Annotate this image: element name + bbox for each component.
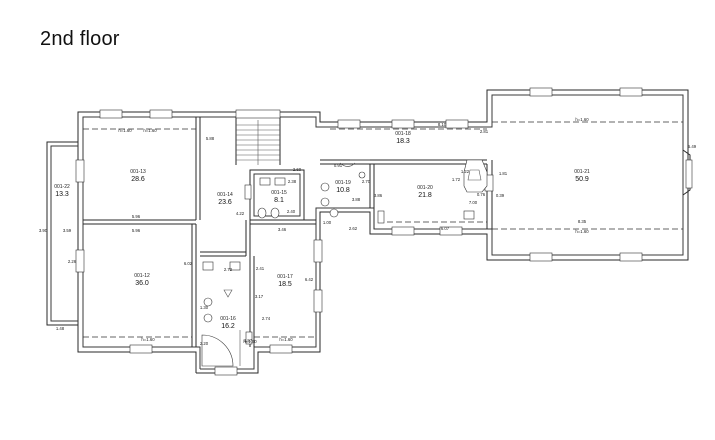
dim-label: h=1.60	[279, 337, 293, 342]
room-area: 21.8	[418, 192, 432, 199]
room-area: 23.6	[218, 199, 232, 206]
dim-label: 3.86	[374, 193, 383, 198]
room-id: 001-16	[220, 316, 236, 322]
dim-label: 5.49	[688, 144, 697, 149]
dim-label: 8.35	[578, 219, 587, 224]
dim-label: 2.60	[293, 167, 302, 172]
dim-label: 6.07	[441, 226, 450, 231]
shower-icon	[201, 334, 234, 367]
room-area: 13.3	[55, 191, 69, 198]
toilet-icon	[203, 297, 213, 307]
dim-label: 2.26	[68, 259, 77, 264]
room-area: 36.0	[135, 280, 149, 287]
room-id: 001-22	[54, 184, 70, 190]
room-area: 16.2	[221, 323, 235, 330]
sink-icon	[202, 261, 214, 271]
toilet-icon	[320, 197, 330, 207]
dim-label: h=1.60	[118, 128, 132, 133]
dim-label: 0.39	[496, 193, 505, 198]
fireplace-icon	[463, 159, 488, 193]
bathroom-fixtures	[201, 159, 488, 367]
room-id: 001-17	[277, 274, 293, 280]
balcony-outline	[46, 141, 78, 326]
dim-label: 2.74	[262, 316, 271, 321]
room-id: 001-14	[217, 192, 233, 198]
dim-label: 3.59	[63, 228, 72, 233]
dim-label: h=1.60	[575, 117, 589, 122]
dim-label: 2.38	[288, 179, 297, 184]
toilet-icon	[203, 313, 213, 323]
dim-label: 2.70	[362, 179, 371, 184]
room-area: 10.8	[336, 187, 350, 194]
dim-label: 2.72	[224, 267, 233, 272]
dim-label: 3.17	[255, 294, 264, 299]
dim-label: 4.22	[236, 211, 245, 216]
room-area: 18.3	[396, 138, 410, 145]
dim-label: 1.22	[461, 169, 470, 174]
dim-label: 1.00	[323, 220, 332, 225]
dim-label: 7.00	[469, 200, 478, 205]
room-id: 001-21	[574, 169, 590, 175]
dim-label: 6.02	[184, 261, 193, 266]
exterior-walls	[77, 89, 689, 374]
room-area: 28.6	[131, 176, 145, 183]
sink-icon	[259, 177, 271, 186]
room-id: 001-19	[335, 180, 351, 186]
sink-icon	[358, 171, 366, 179]
room-labels: 001-13 28.6 001-12 36.0 001-14 23.6 001-…	[54, 131, 590, 330]
dim-label: 3.46	[278, 227, 287, 232]
dim-label: 2.81	[480, 129, 489, 134]
toilet-icon	[257, 207, 267, 219]
dim-label: 3.90	[39, 228, 48, 233]
dim-label: 1.81	[499, 171, 508, 176]
dim-label: h=1.60	[143, 128, 157, 133]
dim-label: h=1.60	[141, 337, 155, 342]
dim-label: 3.88	[352, 197, 361, 202]
staircase	[236, 120, 280, 165]
toilet-icon	[320, 182, 330, 192]
dim-label: 5.88	[206, 136, 215, 141]
sink-icon	[274, 177, 286, 186]
room-id: 001-20	[417, 185, 433, 191]
room-area: 8.1	[274, 197, 284, 204]
dimension-labels: h=1.60 h=1.60 h=1.60 h=1.60 h=1.60 h=1.6…	[39, 117, 697, 346]
dim-label: 1.48	[56, 326, 65, 331]
room-id: 001-13	[130, 169, 146, 175]
height-lines	[83, 121, 683, 338]
dim-label: 5.96	[132, 214, 141, 219]
dim-label: 6.42	[305, 277, 314, 282]
dim-label: 0.76	[477, 192, 486, 197]
room-area: 50.9	[575, 176, 589, 183]
dim-label: 5.96	[132, 228, 141, 233]
dim-label: 2.62	[349, 226, 358, 231]
floor-title: 2nd floor	[40, 28, 120, 50]
sink-icon	[329, 208, 339, 218]
dim-label: 2.20	[200, 341, 209, 346]
dim-label: h=1.60	[575, 229, 589, 234]
dim-label: 0.91	[334, 163, 343, 168]
room-area: 18.5	[278, 281, 292, 288]
dim-label: 2.40	[287, 209, 296, 214]
room-id: 001-18	[395, 131, 411, 137]
sink-icon	[229, 261, 241, 271]
dim-label: 2.41	[256, 266, 265, 271]
interior-walls	[83, 117, 493, 347]
dim-label: 3.97	[244, 338, 253, 343]
room-id: 001-15	[271, 190, 287, 196]
dim-label: 1.30	[200, 305, 209, 310]
toilet-icon	[270, 207, 280, 219]
room-id: 001-12	[134, 273, 150, 279]
dim-label: 8.10	[438, 122, 447, 127]
dim-label: h=1.60	[243, 339, 257, 344]
windows	[75, 87, 693, 376]
dim-label: 1.72	[452, 177, 461, 182]
